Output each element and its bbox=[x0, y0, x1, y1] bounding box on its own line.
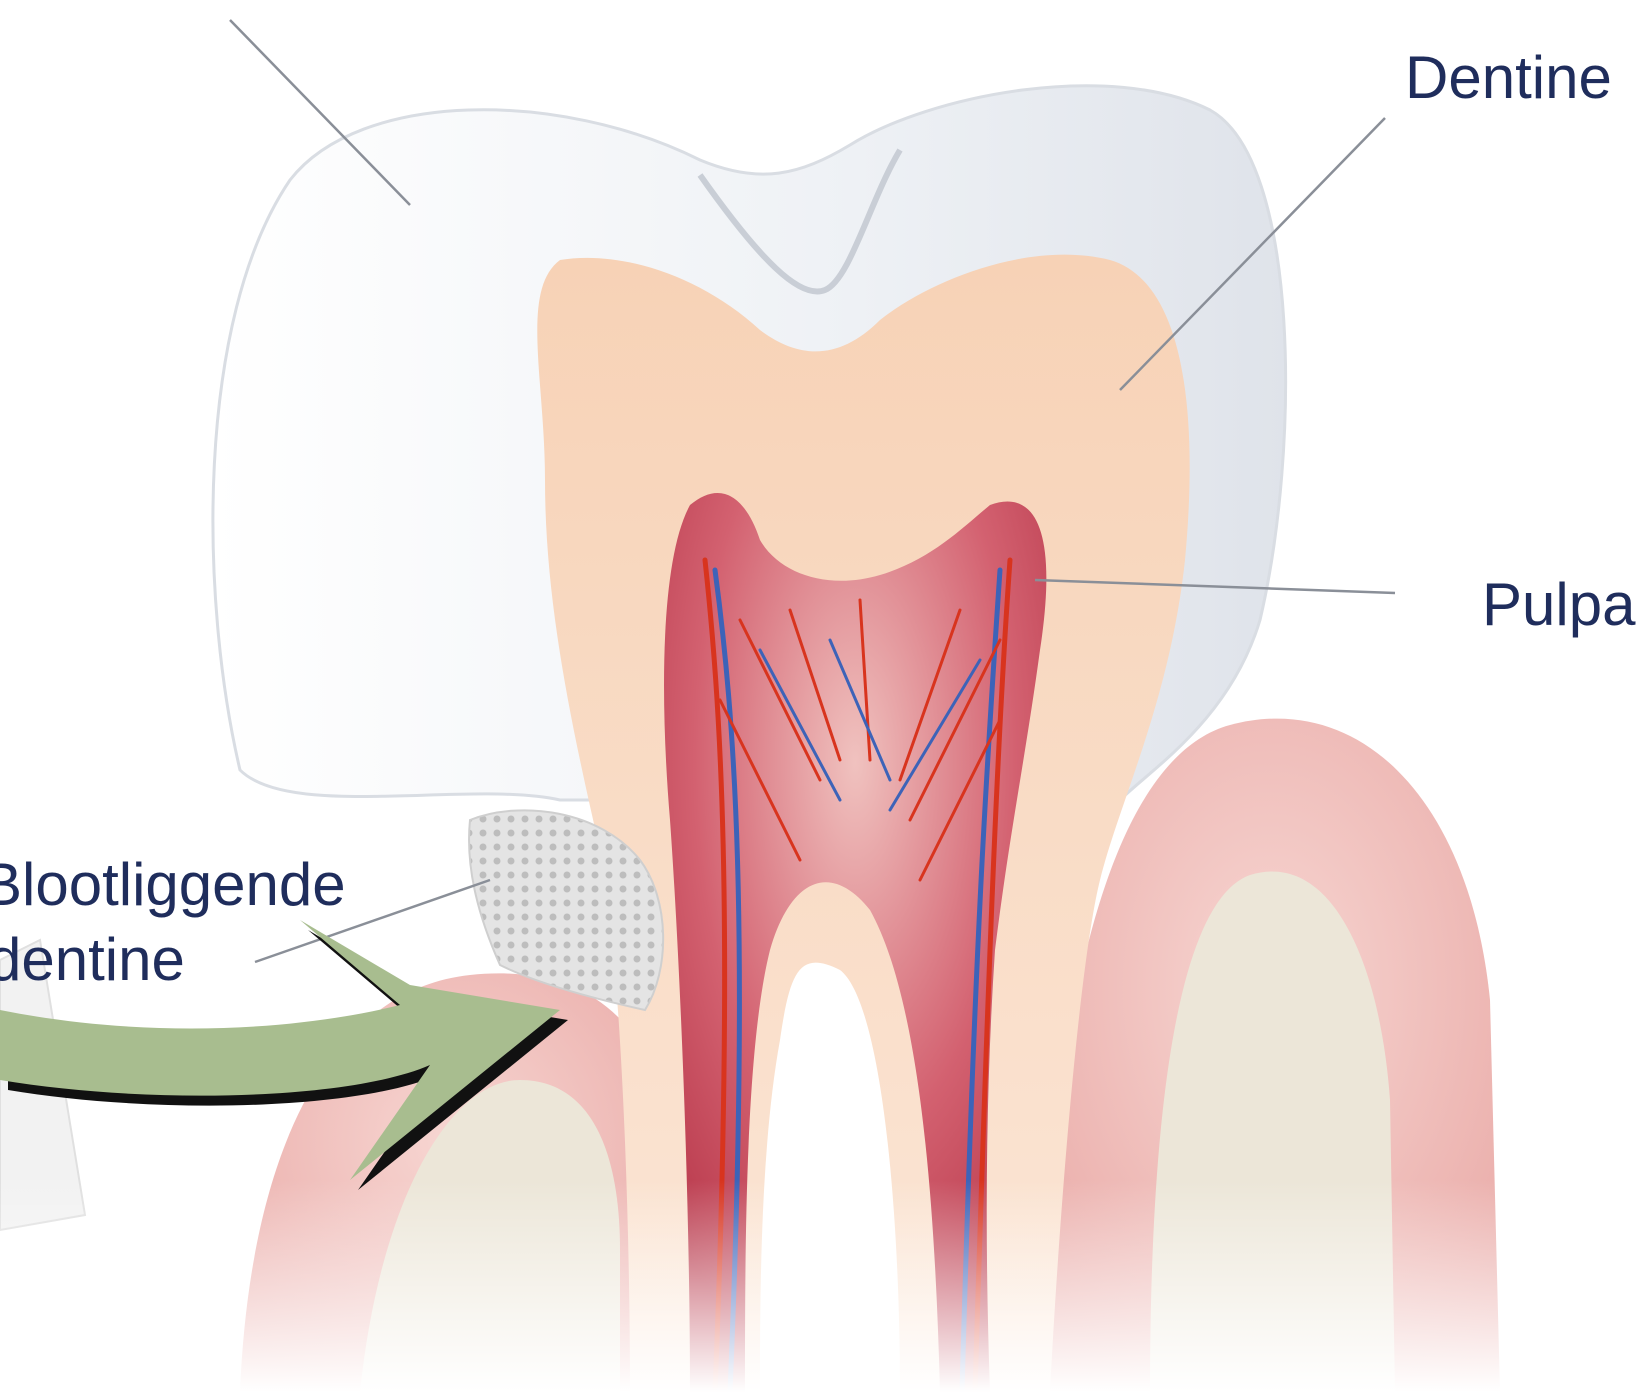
label-exposed-dentine-line2: dentine bbox=[0, 930, 185, 990]
label-pulpa: Pulpa bbox=[1482, 575, 1635, 635]
label-exposed-dentine-line1: Blootliggende bbox=[0, 855, 346, 915]
label-dentine: Dentine bbox=[1405, 48, 1612, 108]
